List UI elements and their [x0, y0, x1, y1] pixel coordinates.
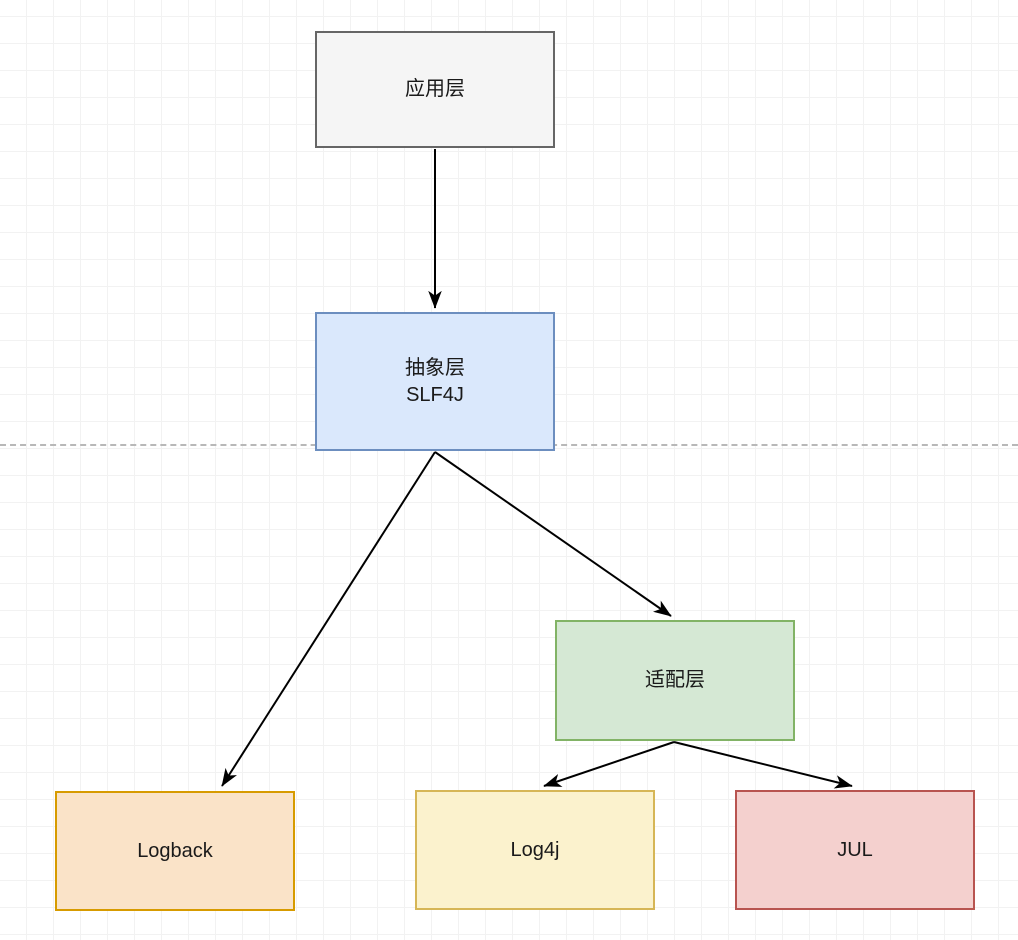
node-logback-label: Logback [137, 839, 213, 862]
edge-adapter-to-jul [673, 741, 853, 789]
node-abstraction-layer-label: 抽象层 SLF4J [405, 357, 465, 406]
edge-adapter-to-log4j [543, 741, 675, 787]
node-abstraction-layer[interactable]: 抽象层 SLF4J [315, 312, 555, 451]
node-jul[interactable]: JUL [735, 790, 975, 910]
node-application-layer-label: 应用层 [405, 78, 465, 101]
node-jul-label: JUL [837, 838, 873, 861]
edge-abstraction-to-logback [221, 451, 436, 787]
node-application-layer[interactable]: 应用层 [315, 31, 555, 148]
node-log4j[interactable]: Log4j [415, 790, 655, 910]
node-adapter-layer[interactable]: 适配层 [555, 620, 795, 741]
node-log4j-label: Log4j [510, 838, 560, 861]
node-logback[interactable]: Logback [55, 791, 295, 911]
edge-abstraction-to-adapter [434, 451, 672, 617]
node-adapter-layer-label: 适配层 [645, 669, 705, 692]
